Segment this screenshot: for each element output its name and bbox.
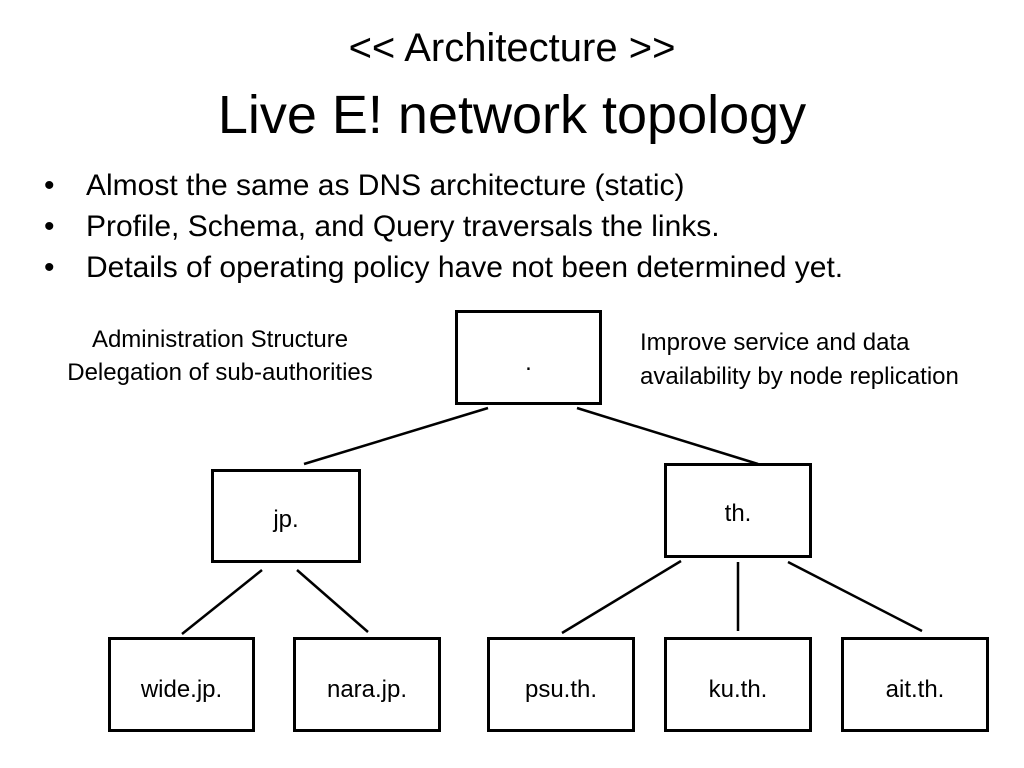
bullet-item: • Details of operating policy have not b… [44, 247, 843, 288]
replication-note: Improve service and data availability by… [640, 326, 959, 394]
bullet-item: • Profile, Schema, and Query traversals … [44, 206, 843, 247]
node-jp-label: jp. [273, 506, 299, 533]
administration-note: Administration Structure Delegation of s… [20, 323, 420, 389]
node-nara-jp: nara.jp. [293, 637, 441, 732]
node-ku-th-label: ku.th. [708, 676, 768, 703]
title-line-1: << Architecture >> [348, 26, 676, 70]
node-wide-jp-label: wide.jp. [140, 676, 223, 703]
node-th: th. [664, 463, 812, 558]
bullet-text: Almost the same as DNS architecture (sta… [86, 169, 685, 202]
edge-root-th [576, 406, 759, 466]
node-ait-th: ait.th. [841, 637, 989, 732]
node-psu-th: psu.th. [487, 637, 635, 732]
bullet-glyph: • [44, 210, 55, 243]
edge-root-jp [303, 406, 489, 466]
node-th-label: th. [724, 500, 752, 527]
bullet-text: Profile, Schema, and Query traversals th… [86, 210, 720, 243]
page-title: Live E! network topology [217, 85, 807, 145]
node-ku-th: ku.th. [664, 637, 812, 732]
replication-note-line-1: Improve service and data [640, 329, 910, 356]
administration-note-line-2: Delegation of sub-authorities [67, 359, 373, 386]
bullet-text: Details of operating policy have not bee… [86, 251, 844, 284]
edge-jp-nara [296, 569, 369, 633]
node-psu-th-label: psu.th. [524, 676, 598, 703]
edge-th-ait [787, 560, 923, 633]
bullet-item: • Almost the same as DNS architecture (s… [44, 165, 843, 206]
node-nara-jp-label: nara.jp. [326, 676, 408, 703]
edge-th-psu [561, 559, 682, 635]
node-root: . [455, 310, 602, 405]
node-jp: jp. [211, 469, 361, 563]
node-wide-jp: wide.jp. [108, 637, 255, 732]
node-ait-th-label: ait.th. [885, 676, 945, 703]
replication-note-line-2: availability by node replication [640, 363, 959, 390]
administration-note-line-1: Administration Structure [91, 326, 349, 353]
node-root-label: . [525, 349, 532, 376]
bullet-glyph: • [44, 251, 55, 284]
bullet-glyph: • [44, 169, 55, 202]
bullet-list: • Almost the same as DNS architecture (s… [44, 165, 843, 288]
edge-jp-wide [181, 569, 263, 635]
